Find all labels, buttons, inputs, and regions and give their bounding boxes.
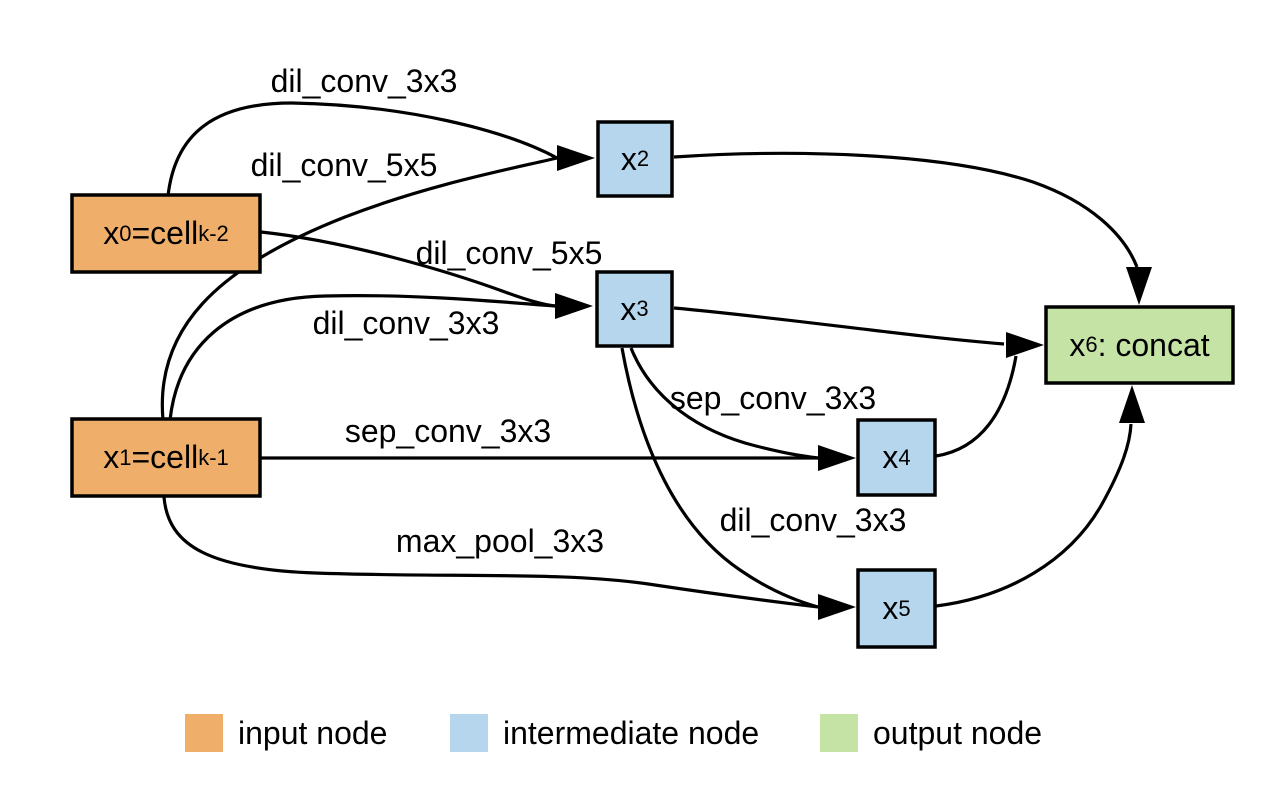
legend-item-input: input node (185, 711, 387, 755)
node-x0-sub: 0 (119, 220, 132, 246)
legend-swatch-input-node (185, 714, 223, 752)
edge-label-x3-x4: sep_conv_3x3 (670, 380, 876, 416)
node-x6-sub: 6 (1085, 332, 1098, 357)
arrowhead-into-x6-left (1006, 332, 1044, 358)
node-x1-sub: 1 (119, 444, 132, 470)
node-x1-suffix-sub: k-1 (198, 444, 229, 470)
node-x0-suffix-sub: k-2 (198, 220, 229, 246)
node-x5-box (856, 568, 937, 649)
node-x4-base: x (882, 439, 899, 475)
node-x1-suffix: =cell (131, 439, 199, 475)
edge-x0-x3 (260, 230, 556, 308)
node-x0-base: x (103, 215, 120, 251)
edge-label-x0-x3: dil_conv_5x5 (416, 235, 603, 271)
edge-x3-x5 (620, 347, 819, 609)
node-x5-base: x (882, 590, 899, 626)
node-x3-base: x (620, 290, 637, 327)
node-x1-base: x (103, 439, 120, 475)
edge-x1-x5 (162, 496, 819, 609)
edge-x1-x2 (160, 156, 558, 421)
node-x3-box (595, 270, 674, 348)
node-x0-box (70, 193, 262, 274)
node-x2-sub: 2 (636, 146, 650, 171)
edge-x0-x2 (166, 101, 558, 197)
edge-label-x1-x5: max_pool_3x3 (396, 523, 604, 559)
legend-item-intermediate: intermediate node (450, 711, 759, 755)
arrowhead-into-x5 (818, 594, 856, 620)
edge-label-x1-x2: dil_conv_5x5 (251, 147, 438, 183)
edge-label-x3-x5: dil_conv_3x3 (720, 502, 907, 538)
edge-x3-x6 (673, 306, 1005, 346)
node-x6-base: x (1069, 326, 1086, 363)
edge-x3-x4 (629, 347, 819, 460)
node-x2-base: x (620, 140, 637, 177)
arrowhead-into-x2 (557, 145, 595, 171)
arrowhead-into-x6-top (1126, 267, 1152, 305)
legend-label-output-node: output node (873, 714, 1043, 751)
node-x6-box (1044, 305, 1235, 385)
edge-x5-x6 (935, 423, 1133, 608)
legend-label-intermediate-node: intermediate node (503, 714, 760, 751)
legend-item-output: output node (820, 711, 1042, 755)
edge-x4-x6 (935, 355, 1018, 458)
legend-swatch-output-node (820, 714, 858, 752)
node-x2-box (596, 120, 674, 198)
arrowhead-into-x6-bottom (1119, 385, 1145, 423)
legend-swatch-intermediate-node (450, 714, 488, 752)
node-x1-box (70, 417, 262, 498)
node-x4-box (856, 418, 937, 497)
edge-label-x0-x2: dil_conv_3x3 (271, 63, 458, 99)
node-x4-sub: 4 (898, 444, 911, 470)
node-x0-suffix: =cell (131, 215, 199, 251)
node-x6-suffix: : concat (1097, 326, 1210, 363)
node-x5-sub: 5 (898, 595, 911, 621)
arrowhead-into-x4 (818, 445, 856, 471)
edge-x2-x6 (673, 151, 1139, 268)
edge-x1-x3 (168, 294, 556, 421)
edge-label-x1-x4: sep_conv_3x3 (345, 413, 551, 449)
arrowhead-into-x3 (555, 293, 593, 319)
legend-label-input-node: input node (238, 714, 388, 751)
node-x3-sub: 3 (636, 296, 649, 321)
edge-label-x1-x3: dil_conv_3x3 (313, 305, 500, 341)
